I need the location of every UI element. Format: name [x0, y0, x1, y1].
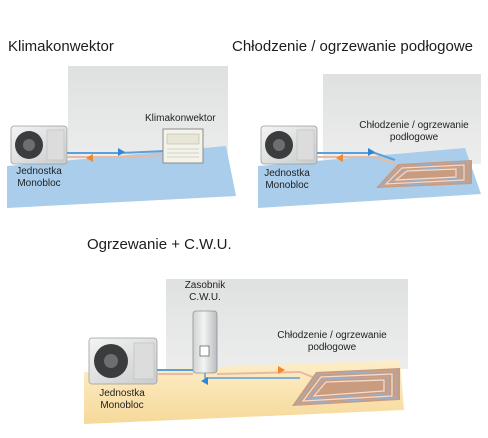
panel-3-floor-label-line-2: podłogowe — [307, 342, 357, 353]
panel-1-scene — [7, 66, 236, 208]
panel-2-floor-label-line-1: Chłodzenie / ogrzewanie — [359, 120, 469, 131]
panel-2-unit-label-line-1: Jednostka — [264, 168, 310, 179]
panel-3-unit-label-line-1: Jednostka — [99, 388, 145, 399]
panel-3-scene — [84, 279, 408, 424]
panel-1-unit-label: Jednostka Monobloc — [14, 166, 64, 190]
panel-3-tank-label-line-1: Zasobnik — [184, 280, 226, 291]
heat-pump-unit-1 — [10, 125, 68, 165]
panel-3-unit-label: Jednostka Monobloc — [92, 388, 152, 412]
panel-3-unit-label-line-2: Monobloc — [100, 400, 144, 411]
panel-1-title: Klimakonwektor — [8, 38, 114, 55]
panel-1-device-label: Klimakonwektor — [145, 113, 216, 124]
panel-2-unit-label: Jednostka Monobloc — [262, 168, 312, 192]
floor-heating-coil-1 — [376, 160, 472, 188]
panel-3-tank-label-line-2: C.W.U. — [189, 292, 221, 303]
panel-2-arrow-warm — [336, 154, 343, 162]
fan-coil-unit — [162, 128, 204, 164]
panel-2-floor-label: Chłodzenie / ogrzewanie podłogowe — [354, 120, 474, 144]
panel-3-title: Ogrzewanie + C.W.U. — [87, 236, 232, 253]
heat-pump-unit-2 — [260, 125, 318, 165]
panel-2-floor-label-line-2: podłogowe — [389, 132, 439, 143]
panel-3-tank-label: Zasobnik C.W.U. — [180, 280, 230, 304]
panel-2-arrow-cool — [368, 148, 375, 156]
panel-3-arrow-cool — [201, 377, 208, 385]
panel-2-title: Chłodzenie / ogrzewanie podłogowe — [232, 38, 473, 55]
panel-2-unit-label-line-2: Monobloc — [265, 180, 309, 191]
panel-1-arrow-warm — [86, 154, 93, 162]
hot-water-tank — [192, 310, 218, 374]
heat-pump-unit-3 — [88, 337, 158, 385]
panel-3-floor-label-line-1: Chłodzenie / ogrzewanie — [277, 330, 387, 341]
panel-1-arrow-cool — [118, 148, 125, 156]
panel-3-floor-label: Chłodzenie / ogrzewanie podłogowe — [270, 330, 394, 354]
floor-heating-coil-2 — [292, 368, 400, 406]
panel-2-scene — [258, 74, 481, 208]
panel-1-unit-label-line-1: Jednostka — [16, 166, 62, 177]
panel-1-unit-label-line-2: Monobloc — [17, 178, 61, 189]
panel-3-arrow-warm — [278, 366, 285, 374]
